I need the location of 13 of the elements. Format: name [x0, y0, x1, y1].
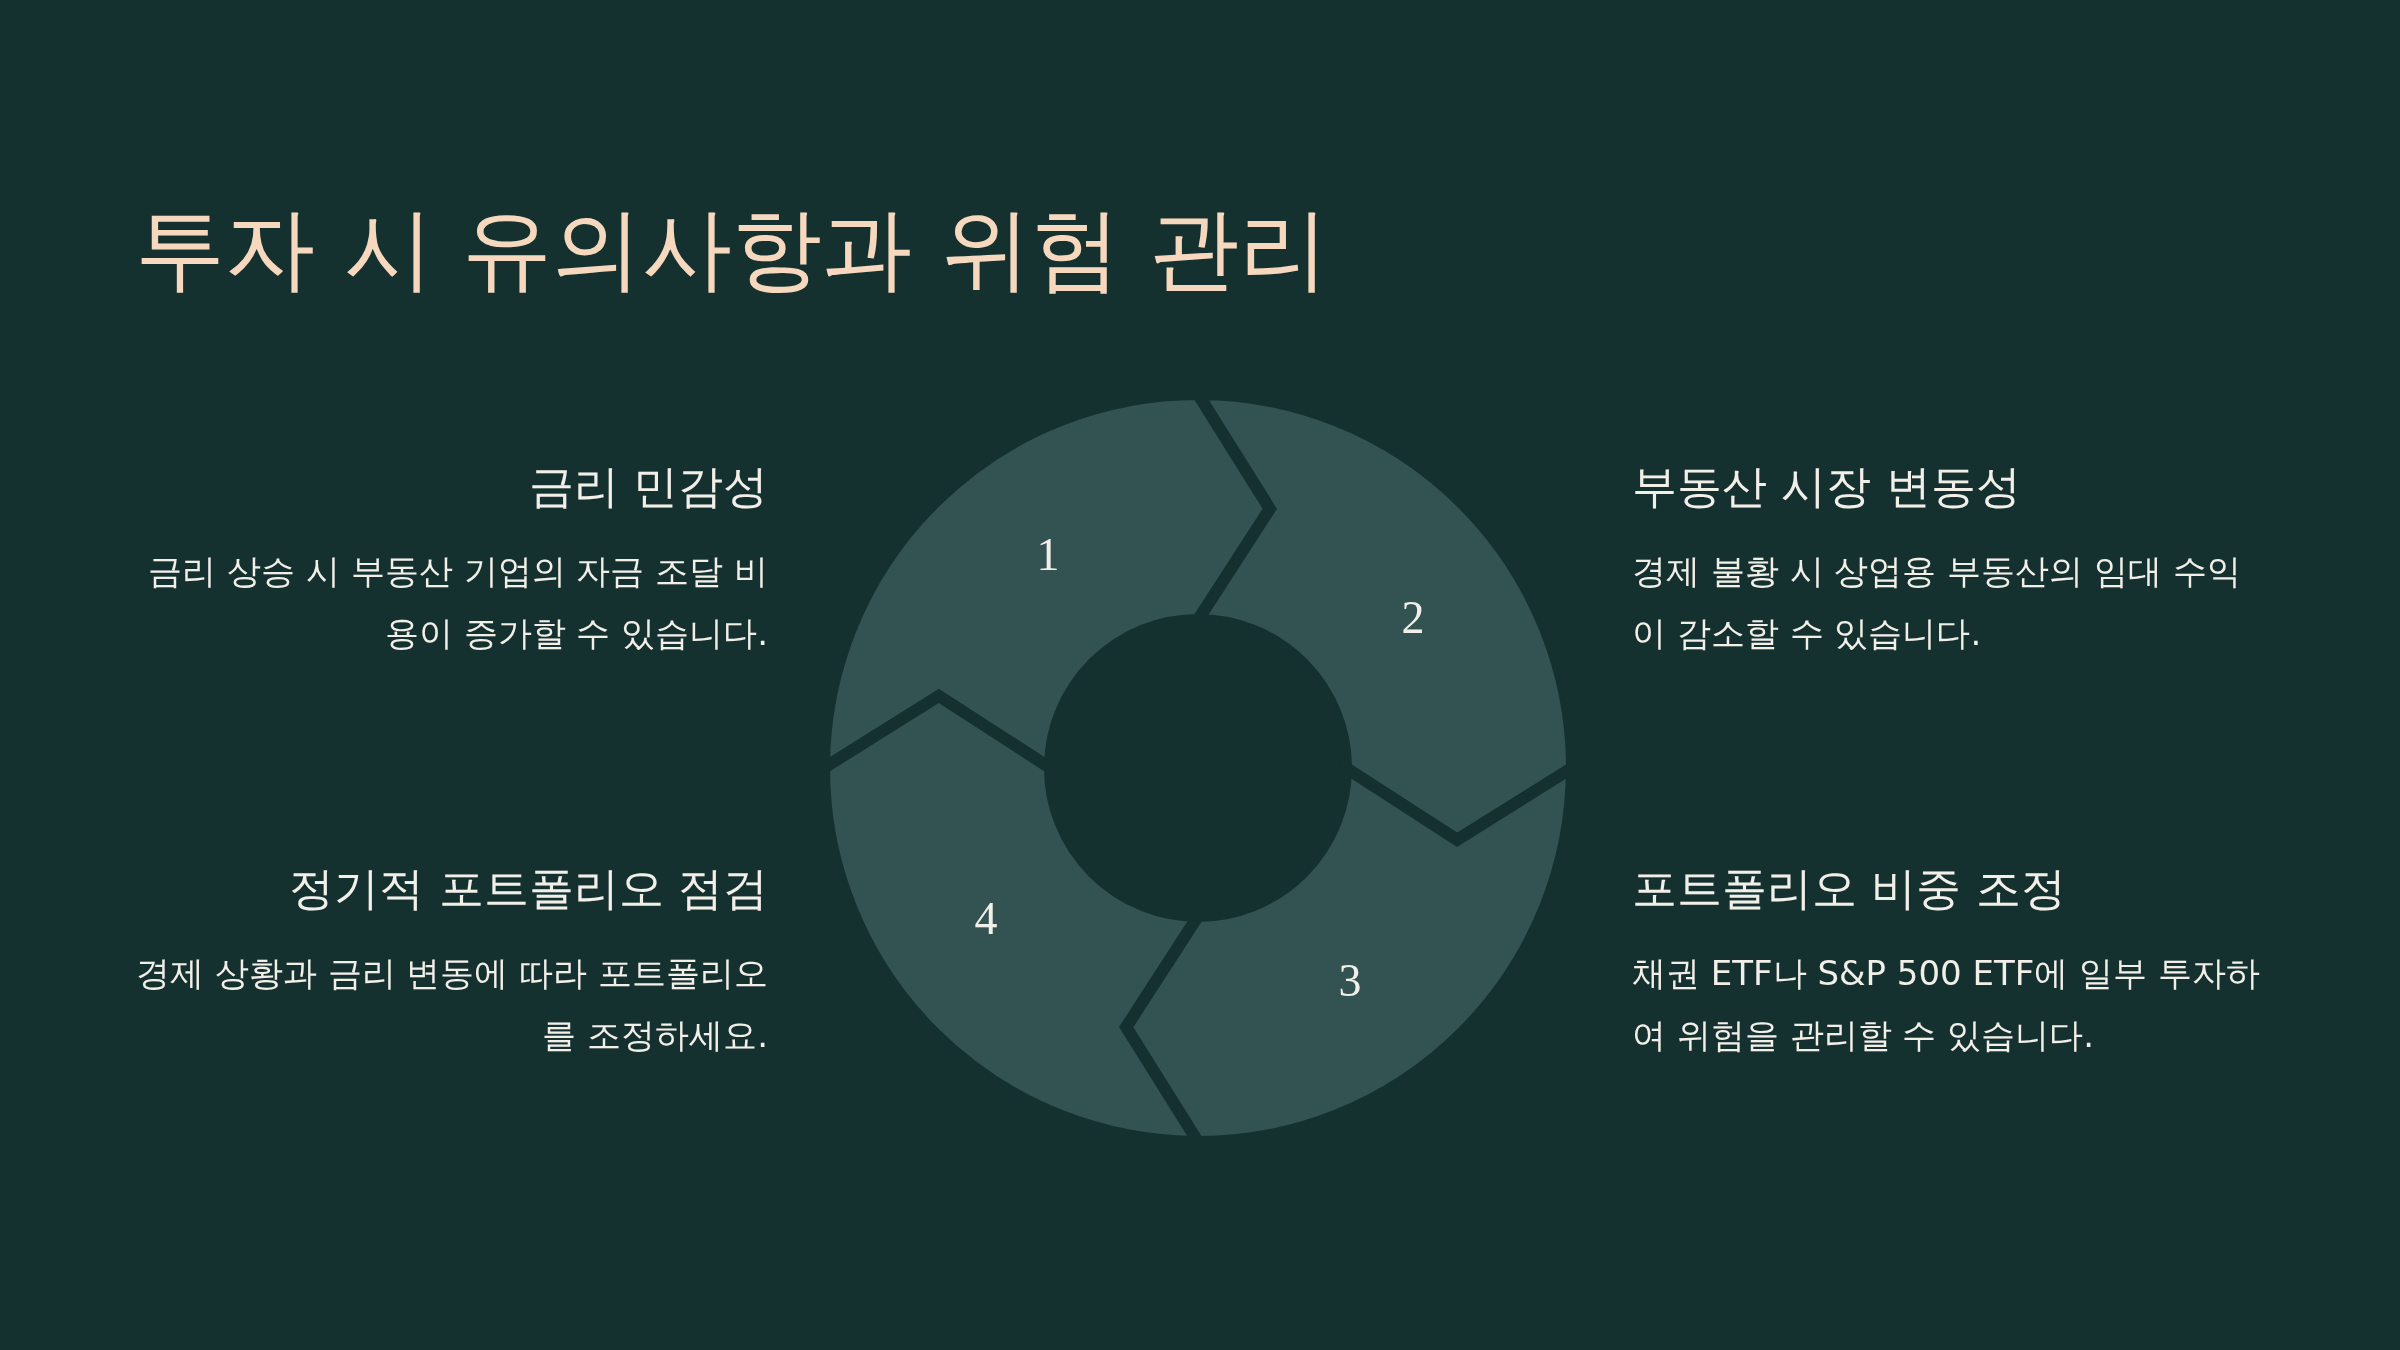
description: 경제 불황 시 상업용 부동산의 임대 수익이 감소할 수 있습니다.: [1632, 550, 2242, 655]
heading: 정기적 포트폴리오 점검: [288, 862, 768, 916]
heading: 포트폴리오 비중 조정: [1632, 862, 2067, 916]
step-number: 2: [1401, 590, 1425, 644]
description: 경제 상황과 금리 변동에 따라 포트폴리오를 조정하세요.: [134, 952, 768, 1057]
step-number: 3: [1338, 953, 1362, 1007]
description: 금리 상승 시 부동산 기업의 자금 조달 비용이 증가할 수 있습니다.: [147, 550, 768, 655]
description: 채권 ETF나 S&P 500 ETF에 일부 투자하여 위험을 관리할 수 있습니다.: [1632, 952, 2261, 1057]
step-number: 4: [974, 891, 998, 945]
heading: 부동산 시장 변동성: [1632, 460, 2022, 514]
title: 투자 시 유의사항과 위험 관리: [135, 195, 1330, 303]
step-number: 1: [1036, 527, 1060, 581]
heading: 금리 민감성: [527, 460, 768, 514]
